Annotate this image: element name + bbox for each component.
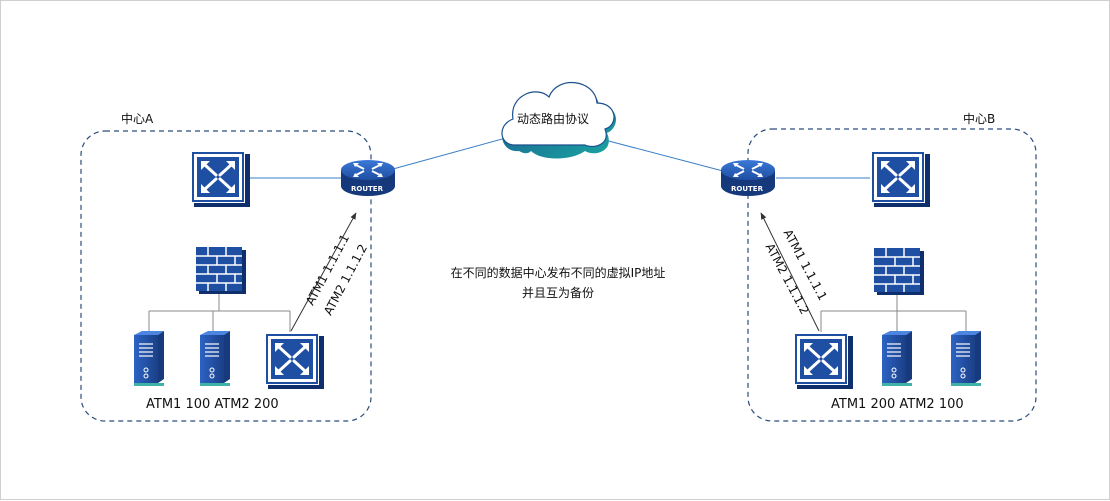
link-router-a-cloud	[392, 135, 514, 170]
center-b-title: 中心B	[963, 112, 996, 126]
route-arrow-b	[760, 212, 820, 332]
center-b-boundary	[747, 128, 1037, 422]
center-note: 在不同的数据中心发布不同的虚拟IP地址 并且互为备份	[433, 263, 683, 303]
center-b-server-2-icon	[950, 330, 982, 387]
center-a-boundary	[80, 130, 372, 422]
center-b-server-tree	[820, 293, 967, 335]
center-note-line-1: 在不同的数据中心发布不同的虚拟IP地址	[450, 266, 666, 280]
cloud-label: 动态路由协议	[517, 112, 590, 126]
center-a-switch-icon	[189, 149, 252, 209]
center-b-access-switch-icon	[792, 331, 855, 391]
center-note-line-2: 并且互为备份	[521, 286, 594, 300]
center-b-firewall-icon	[873, 247, 925, 296]
route-arrow-a	[290, 212, 357, 332]
center-a-footer: ATM1 100 ATM2 200	[146, 397, 279, 412]
center-a-server-tree	[148, 291, 291, 335]
center-a-server-2-icon	[199, 330, 231, 387]
center-b-router-label: ROUTER	[731, 185, 763, 193]
center-a-title: 中心A	[121, 112, 154, 126]
center-b-footer: ATM1 200 ATM2 100	[831, 397, 964, 412]
center-b-server-1-icon	[881, 330, 913, 387]
link-cloud-router-b	[600, 138, 724, 172]
center-a-firewall-icon	[195, 246, 247, 295]
center-a-router-label: ROUTER	[351, 185, 383, 193]
cloud-icon	[501, 82, 617, 159]
center-a-server-1-icon	[133, 330, 165, 387]
center-a-access-switch-icon	[263, 331, 326, 391]
center-b-switch-icon	[869, 149, 932, 209]
